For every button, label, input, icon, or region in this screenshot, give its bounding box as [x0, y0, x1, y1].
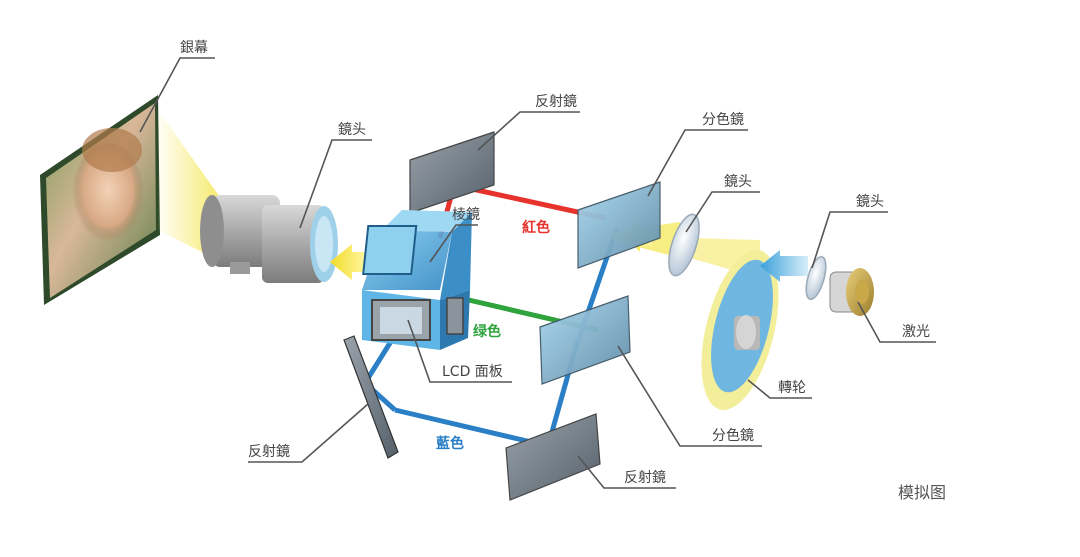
label-main-lens: 鏡头: [338, 122, 366, 138]
label-lens-mid: 鏡头: [724, 174, 752, 190]
main-lens-assembly: [200, 195, 338, 283]
reflector-top: [409, 131, 495, 214]
caption: 模拟图: [898, 483, 946, 502]
color-wheel: [701, 250, 779, 410]
label-blue: 藍色: [436, 435, 464, 452]
laser-source: [829, 268, 874, 316]
label-laser: 激光: [902, 323, 930, 340]
yellow-arrow-to-lens: [330, 244, 366, 280]
label-dichroic-bottom: 分色鏡: [712, 427, 754, 444]
label-prism: 棱鏡: [452, 207, 480, 223]
label-reflector-top: 反射鏡: [535, 94, 577, 110]
label-red: 紅色: [522, 219, 550, 236]
condenser-lens-mid: [668, 213, 700, 277]
reflector-left: [343, 335, 399, 459]
label-reflector-left: 反射鏡: [248, 444, 290, 460]
label-wheel: 轉轮: [778, 380, 806, 396]
label-reflector-bottom: 反射鏡: [624, 470, 666, 486]
dichroic-bottom: [539, 295, 631, 385]
condenser-lens-right: [805, 255, 827, 301]
label-lens-right: 鏡头: [856, 194, 884, 210]
dichroic-top: [577, 181, 661, 269]
laser-beam-arrow: [760, 250, 808, 282]
label-screen: 銀幕: [180, 40, 208, 56]
label-dichroic-top: 分色鏡: [702, 111, 744, 128]
projection-screen: [40, 95, 160, 305]
label-lcd: LCD 面板: [442, 364, 503, 380]
label-green: 绿色: [473, 323, 501, 340]
prism-cube: [362, 210, 472, 350]
reflector-bottom: [505, 413, 601, 501]
leader-lines: [139, 57, 936, 489]
